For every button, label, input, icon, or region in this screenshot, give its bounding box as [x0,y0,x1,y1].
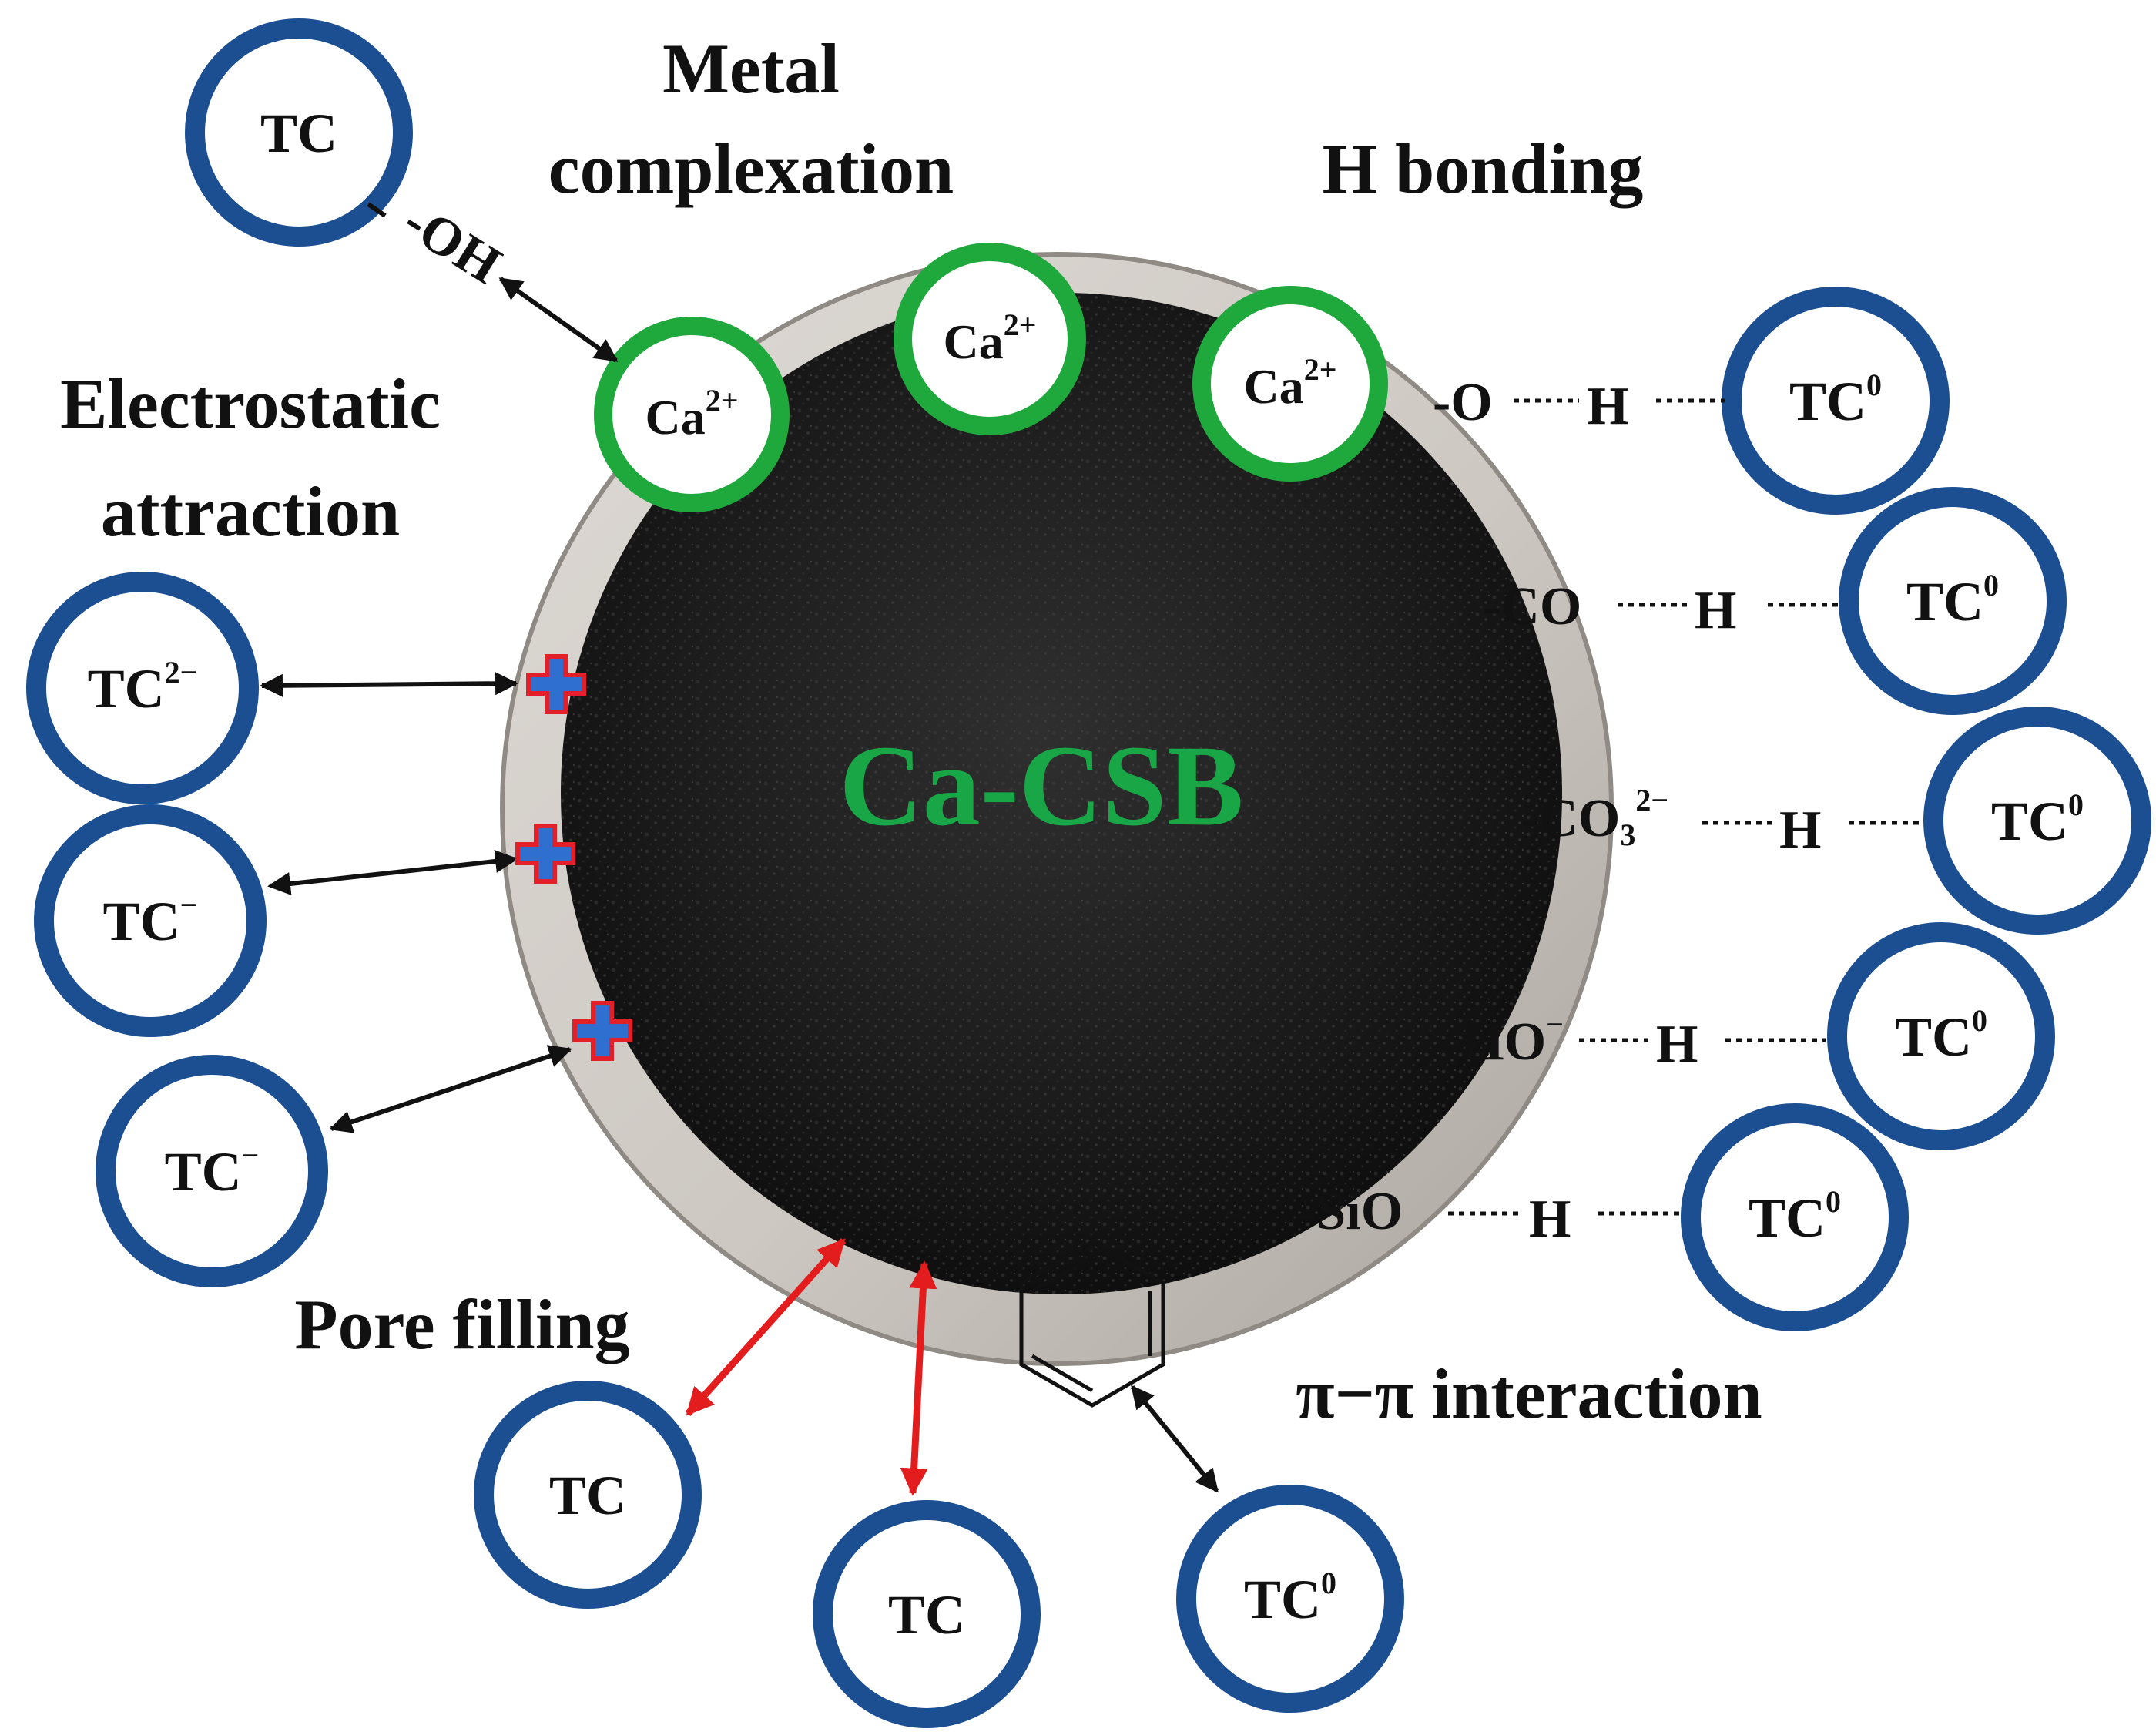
tc-electrostatic-2: TC− [34,804,267,1037]
arrow-electrostatic-3 [329,1045,572,1133]
arrow-pi-pi [1130,1385,1219,1493]
arrow-pore-2 [900,1260,937,1496]
arrow-electrostatic-1 [260,672,518,697]
label-metal-complexation-line1: Metal [662,29,840,108]
tc-pi-pi: TC0 [1176,1485,1404,1713]
h-bond-row-5: -SiO H [1298,1182,1679,1249]
svg-text:TC: TC [549,1465,626,1526]
svg-text:Ca2+: Ca2+ [1243,352,1336,414]
svg-text:TC: TC [260,102,337,164]
h-atom-5: H [1529,1190,1571,1249]
svg-text:TC0: TC0 [1789,368,1882,432]
arrow-electrostatic-2 [267,850,518,895]
svg-text:Ca2+: Ca2+ [645,383,738,445]
h-bond-row-3: -CO32− H [1521,783,1922,860]
label-pore-filling: Pore filling [294,1285,629,1364]
tc-h-bond-3: TC0 [1923,707,2151,935]
h-atom-4: H [1656,1015,1698,1074]
group-sio: -SiO [1298,1182,1403,1241]
benzene-ring-icon [1019,1240,1165,1408]
ca-ion-1: Ca2+ [594,317,790,512]
plus-sign-3 [572,1001,632,1061]
tc-h-bond-1: TC0 [1722,287,1950,515]
svg-text:TC0: TC0 [1991,787,2084,852]
tc-top-left: TC [185,18,413,247]
tc-electrostatic-1: TC2− [26,572,259,804]
svg-text:TC2−: TC2− [88,655,198,720]
svg-text:TC: TC [888,1584,965,1646]
svg-text:TC−: TC− [165,1138,260,1203]
plus-sign-1 [526,654,586,714]
plus-sign-2 [515,824,575,884]
ca-ion-2: Ca2+ [894,243,1086,435]
label-electrostatic-line1: Electrostatic [60,364,441,443]
tc-pore-1: TC [474,1381,702,1609]
h-bond-row-2: -CO H [1483,577,1841,640]
svg-text:Ca2+: Ca2+ [943,307,1036,369]
tc-h-bond-5: TC0 [1681,1103,1909,1331]
particle-texture [561,293,1562,1294]
h-bond-row-4: -HO− H [1444,1007,1826,1074]
svg-text:TC−: TC− [103,888,198,952]
label-h-bonding: H bonding [1323,129,1644,208]
arrow-pore-1 [685,1237,847,1417]
label-pi-pi-interaction: π−π interaction [1296,1354,1762,1433]
h-bond-row-1: -O H [1433,373,1725,436]
label-electrostatic-line2: attraction [101,472,400,551]
h-atom-1: H [1587,377,1628,436]
h-atom-2: H [1695,581,1736,640]
group-o: -O [1433,373,1493,432]
svg-text:TC0: TC0 [1244,1566,1336,1630]
center-label: Ca-CSB [839,722,1243,850]
h-atom-3: H [1779,801,1821,860]
group-ho: -HO− [1444,1007,1564,1072]
group-co: -CO [1483,577,1581,636]
svg-text:TC0: TC0 [1895,1003,1987,1068]
svg-text:TC0: TC0 [1749,1184,1841,1249]
ca-ion-3: Ca2+ [1192,286,1388,482]
group-co3: -CO32− [1521,783,1668,852]
label-metal-complexation-line2: complexation [548,129,954,208]
tc-pore-2: TC [813,1500,1041,1728]
tc-oh-bond [367,202,387,218]
tc-electrostatic-3: TC− [96,1055,328,1287]
tc-h-bond-2: TC0 [1839,487,2067,715]
svg-text:TC0: TC0 [1906,568,1999,633]
arrow-oh-ca [498,277,619,363]
group-oh: -OH [393,191,511,295]
biochar-particle [500,252,1614,1366]
tc-h-bond-4: TC0 [1827,922,2055,1150]
